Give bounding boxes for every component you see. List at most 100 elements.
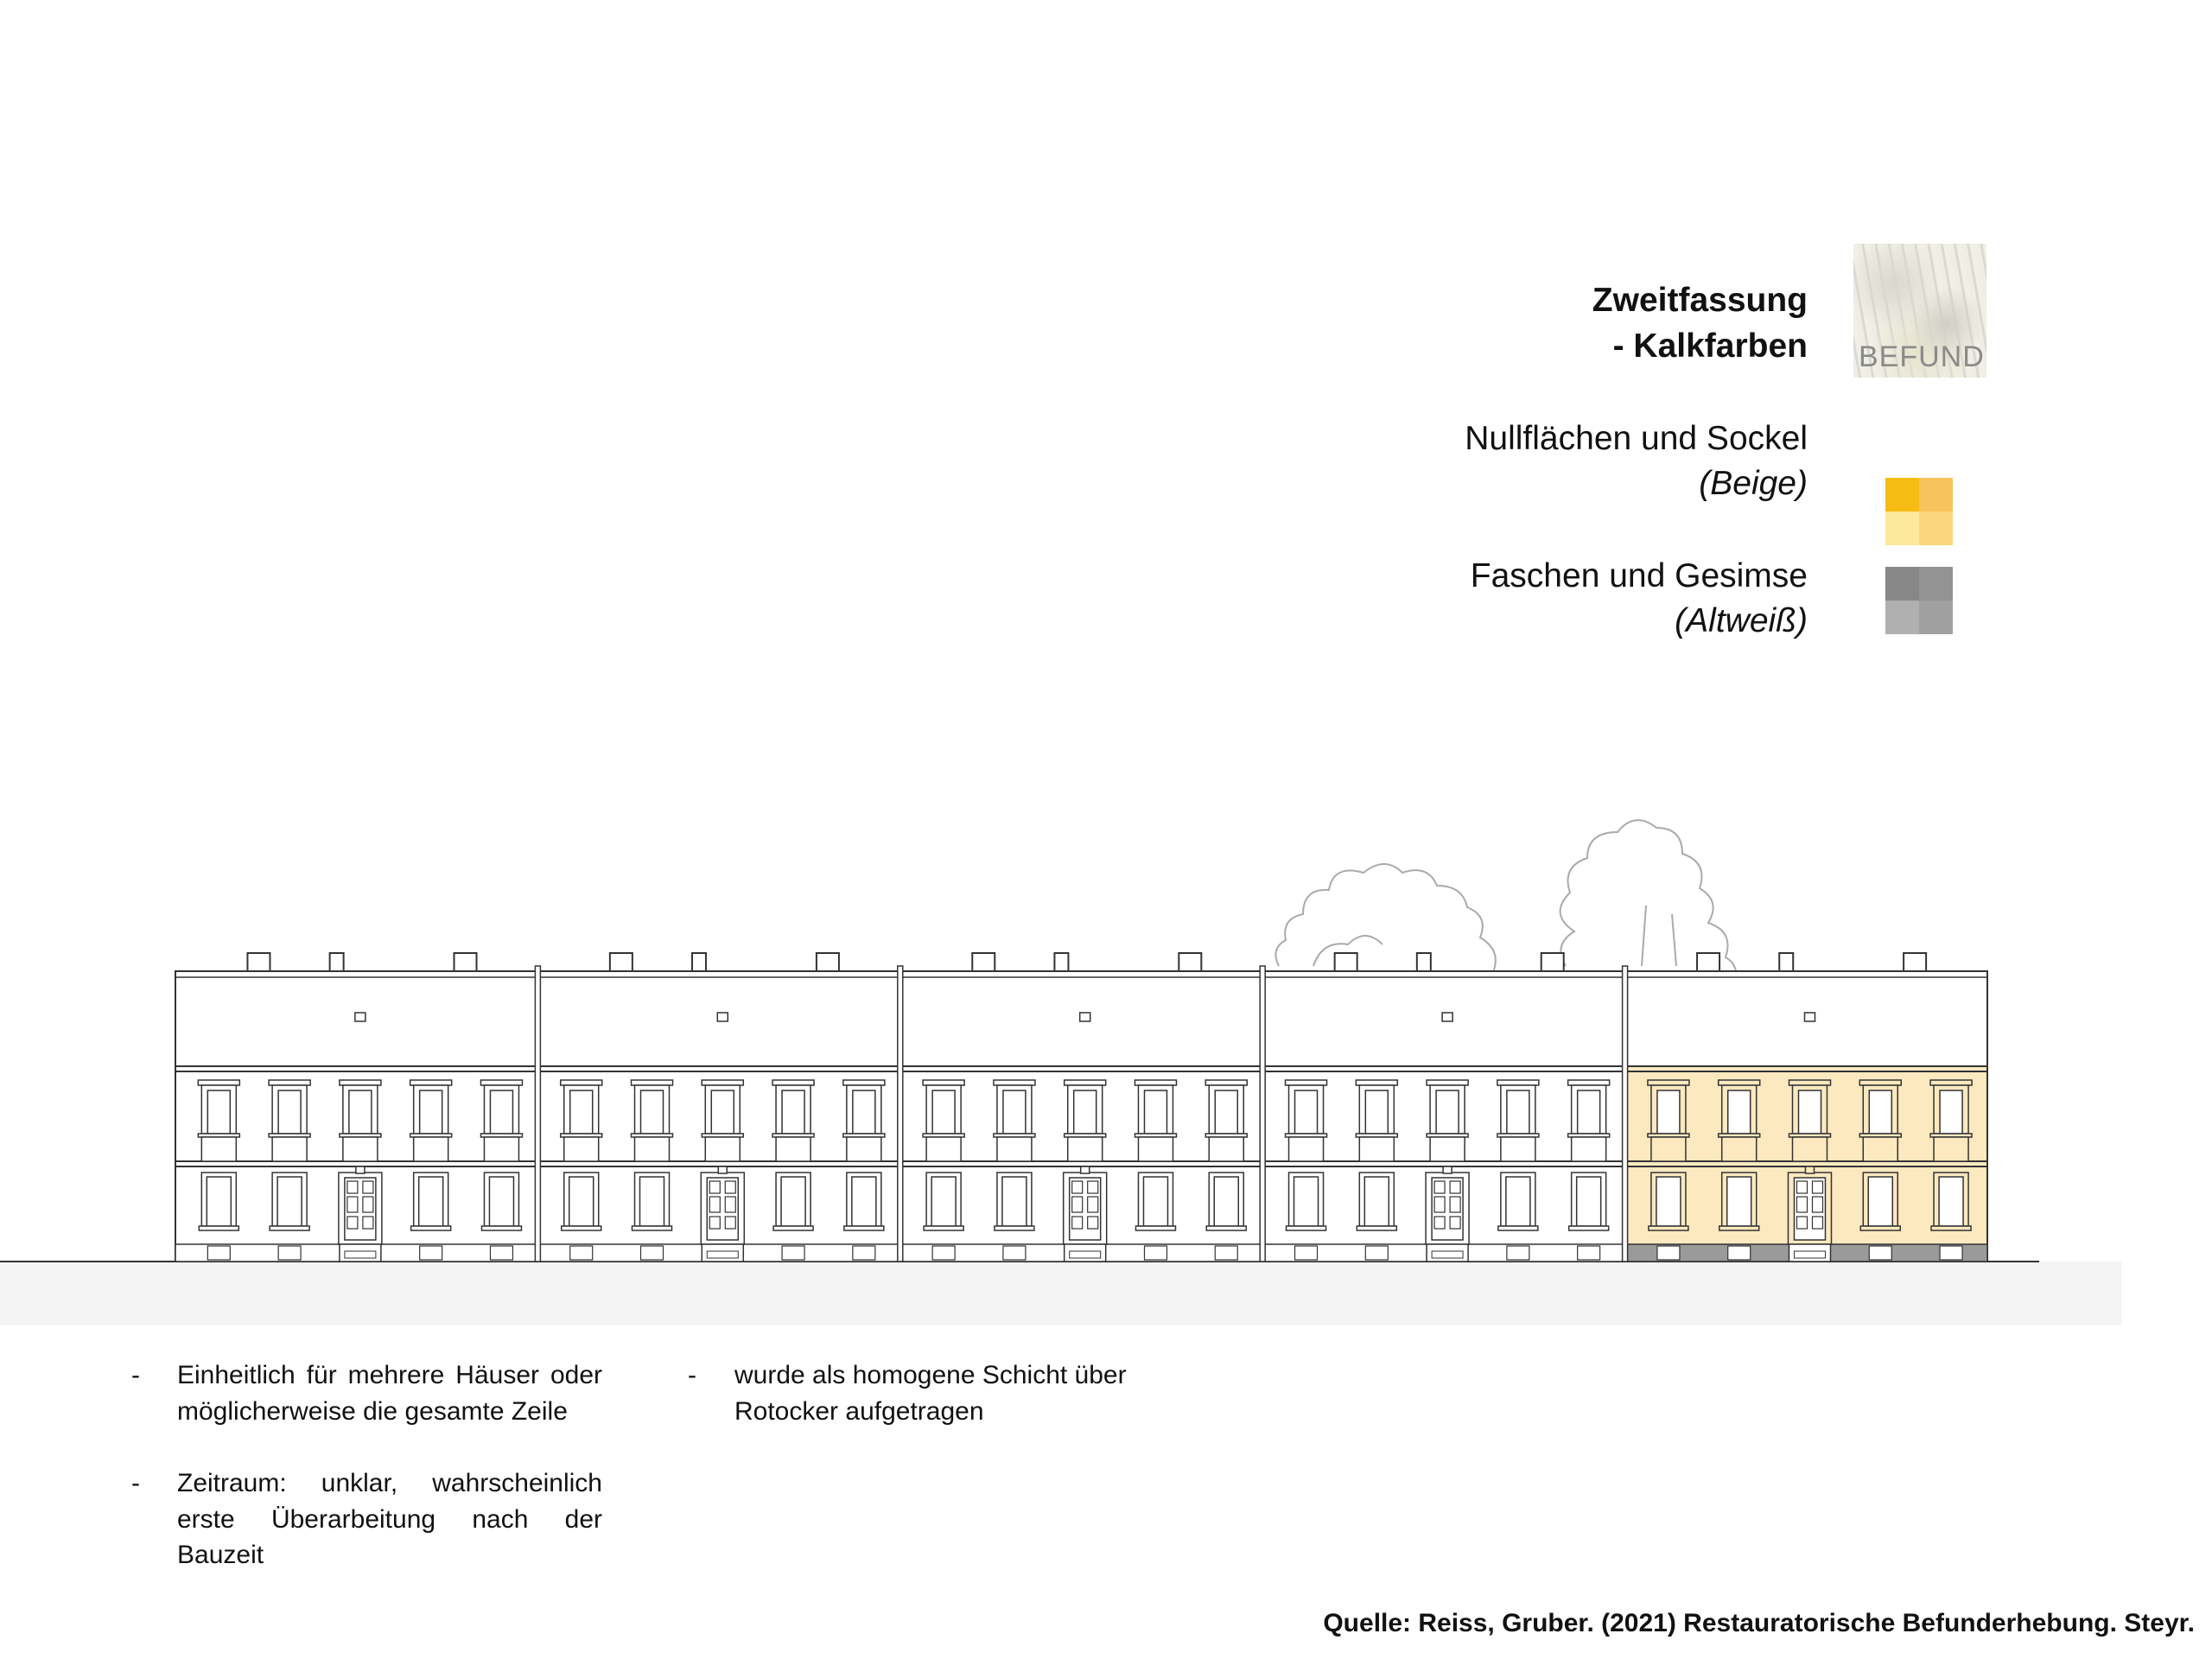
window-glass [418, 1090, 443, 1135]
belt-cornice [899, 1160, 1264, 1167]
door-panel [724, 1196, 736, 1213]
window-glass [1868, 1090, 1893, 1135]
door-panel [1433, 1180, 1446, 1194]
downpipe [534, 965, 542, 1262]
window-glass [1364, 1090, 1389, 1135]
door-panel [362, 1216, 374, 1230]
window-apron [1862, 1136, 1899, 1162]
window-sill [994, 1225, 1035, 1231]
window-sill [1859, 1225, 1902, 1231]
basement-window [569, 1245, 594, 1261]
eaves-cornice [175, 1065, 539, 1072]
window-lintel [1355, 1079, 1399, 1086]
window-glass [639, 1176, 665, 1227]
window-glass [1656, 1176, 1681, 1227]
basement-window [1868, 1245, 1892, 1261]
window-apron [271, 1136, 308, 1162]
door-step [1431, 1250, 1464, 1259]
window-sill [1718, 1225, 1760, 1231]
swatch-cell [1919, 478, 1953, 512]
window-apron [1429, 1136, 1465, 1162]
basement-window [207, 1245, 231, 1261]
window-lintel [1717, 1079, 1761, 1086]
basement-window [489, 1245, 514, 1261]
swatch-cell [1885, 478, 1919, 512]
window-apron [1500, 1136, 1536, 1162]
basement-window [277, 1245, 302, 1261]
roof-hatch [1078, 1012, 1091, 1022]
legend-title-line1: Zweitfassung [1592, 282, 1808, 319]
window-sill [1205, 1225, 1248, 1231]
bullet-dash: - [131, 1361, 140, 1389]
window-glass [781, 1090, 805, 1135]
bullet-dash: - [688, 1361, 696, 1389]
window-sill [1497, 1225, 1539, 1231]
window-lintel [842, 1079, 886, 1086]
basement-window [1002, 1245, 1027, 1261]
swatch-cell [1885, 512, 1919, 545]
window-glass [488, 1176, 515, 1227]
door-panel [1796, 1196, 1808, 1213]
window-sill [410, 1225, 452, 1231]
window-sill [198, 1225, 240, 1231]
window-glass [1506, 1090, 1530, 1135]
window-sill [631, 1225, 673, 1231]
window-glass [780, 1176, 806, 1227]
source-citation: Quelle: Reiss, Gruber. (2021) Restaurato… [1323, 1609, 2195, 1637]
window-lintel [480, 1079, 524, 1086]
door-panel [1811, 1196, 1824, 1213]
window-lintel [559, 1079, 603, 1086]
door-panel [1433, 1216, 1446, 1230]
window-apron [200, 1136, 238, 1162]
basement-window [1143, 1245, 1168, 1261]
downpipe [1259, 965, 1266, 1262]
door-panel [1796, 1180, 1808, 1194]
window-glass [1002, 1090, 1027, 1135]
window-glass [1072, 1090, 1097, 1135]
basement-window [852, 1245, 876, 1261]
window-apron [1650, 1136, 1687, 1162]
door-panel [1811, 1180, 1824, 1194]
basement-window [931, 1245, 956, 1261]
window-apron [633, 1136, 671, 1162]
window-glass [1939, 1090, 1963, 1135]
window-sill [843, 1225, 885, 1231]
basement-window [1506, 1245, 1530, 1261]
swatch-cell [1885, 601, 1919, 634]
altweiss-color-swatch [1885, 567, 1953, 634]
door-panel [724, 1180, 736, 1194]
window-glass [1143, 1090, 1168, 1135]
door-panel [1087, 1196, 1099, 1213]
window-apron [1208, 1136, 1245, 1162]
window-glass [489, 1090, 514, 1135]
eaves-cornice [1262, 1065, 1626, 1072]
legend-item-label-1: Faschen und Gesimse [1470, 557, 1808, 594]
basement-window [1364, 1245, 1389, 1261]
window-glass [1142, 1176, 1169, 1227]
swatch-cell [1885, 567, 1919, 601]
belt-cornice [537, 1160, 901, 1167]
window-sill [1567, 1225, 1610, 1231]
window-sill [1930, 1225, 1972, 1231]
roof-hatch [1441, 1012, 1453, 1022]
window-glass [931, 1090, 956, 1135]
window-glass [710, 1090, 735, 1135]
window-apron [1933, 1136, 1969, 1162]
basement-window [1939, 1245, 1963, 1261]
basement-window [781, 1245, 805, 1261]
window-lintel [1647, 1079, 1690, 1086]
bullet-dash: - [131, 1469, 140, 1497]
roof-hatch [354, 1012, 366, 1022]
beige-color-swatch [1885, 478, 1953, 545]
door-step [1793, 1250, 1826, 1259]
door-panel [1449, 1216, 1461, 1230]
window-glass [852, 1090, 876, 1135]
window-lintel [1859, 1079, 1903, 1086]
door-panel [1796, 1216, 1808, 1230]
window-apron [704, 1136, 741, 1162]
window-glass [276, 1176, 302, 1227]
window-apron [996, 1136, 1033, 1162]
belt-cornice [1262, 1160, 1626, 1167]
belt-cornice [175, 1160, 539, 1167]
window-apron [1720, 1136, 1758, 1162]
